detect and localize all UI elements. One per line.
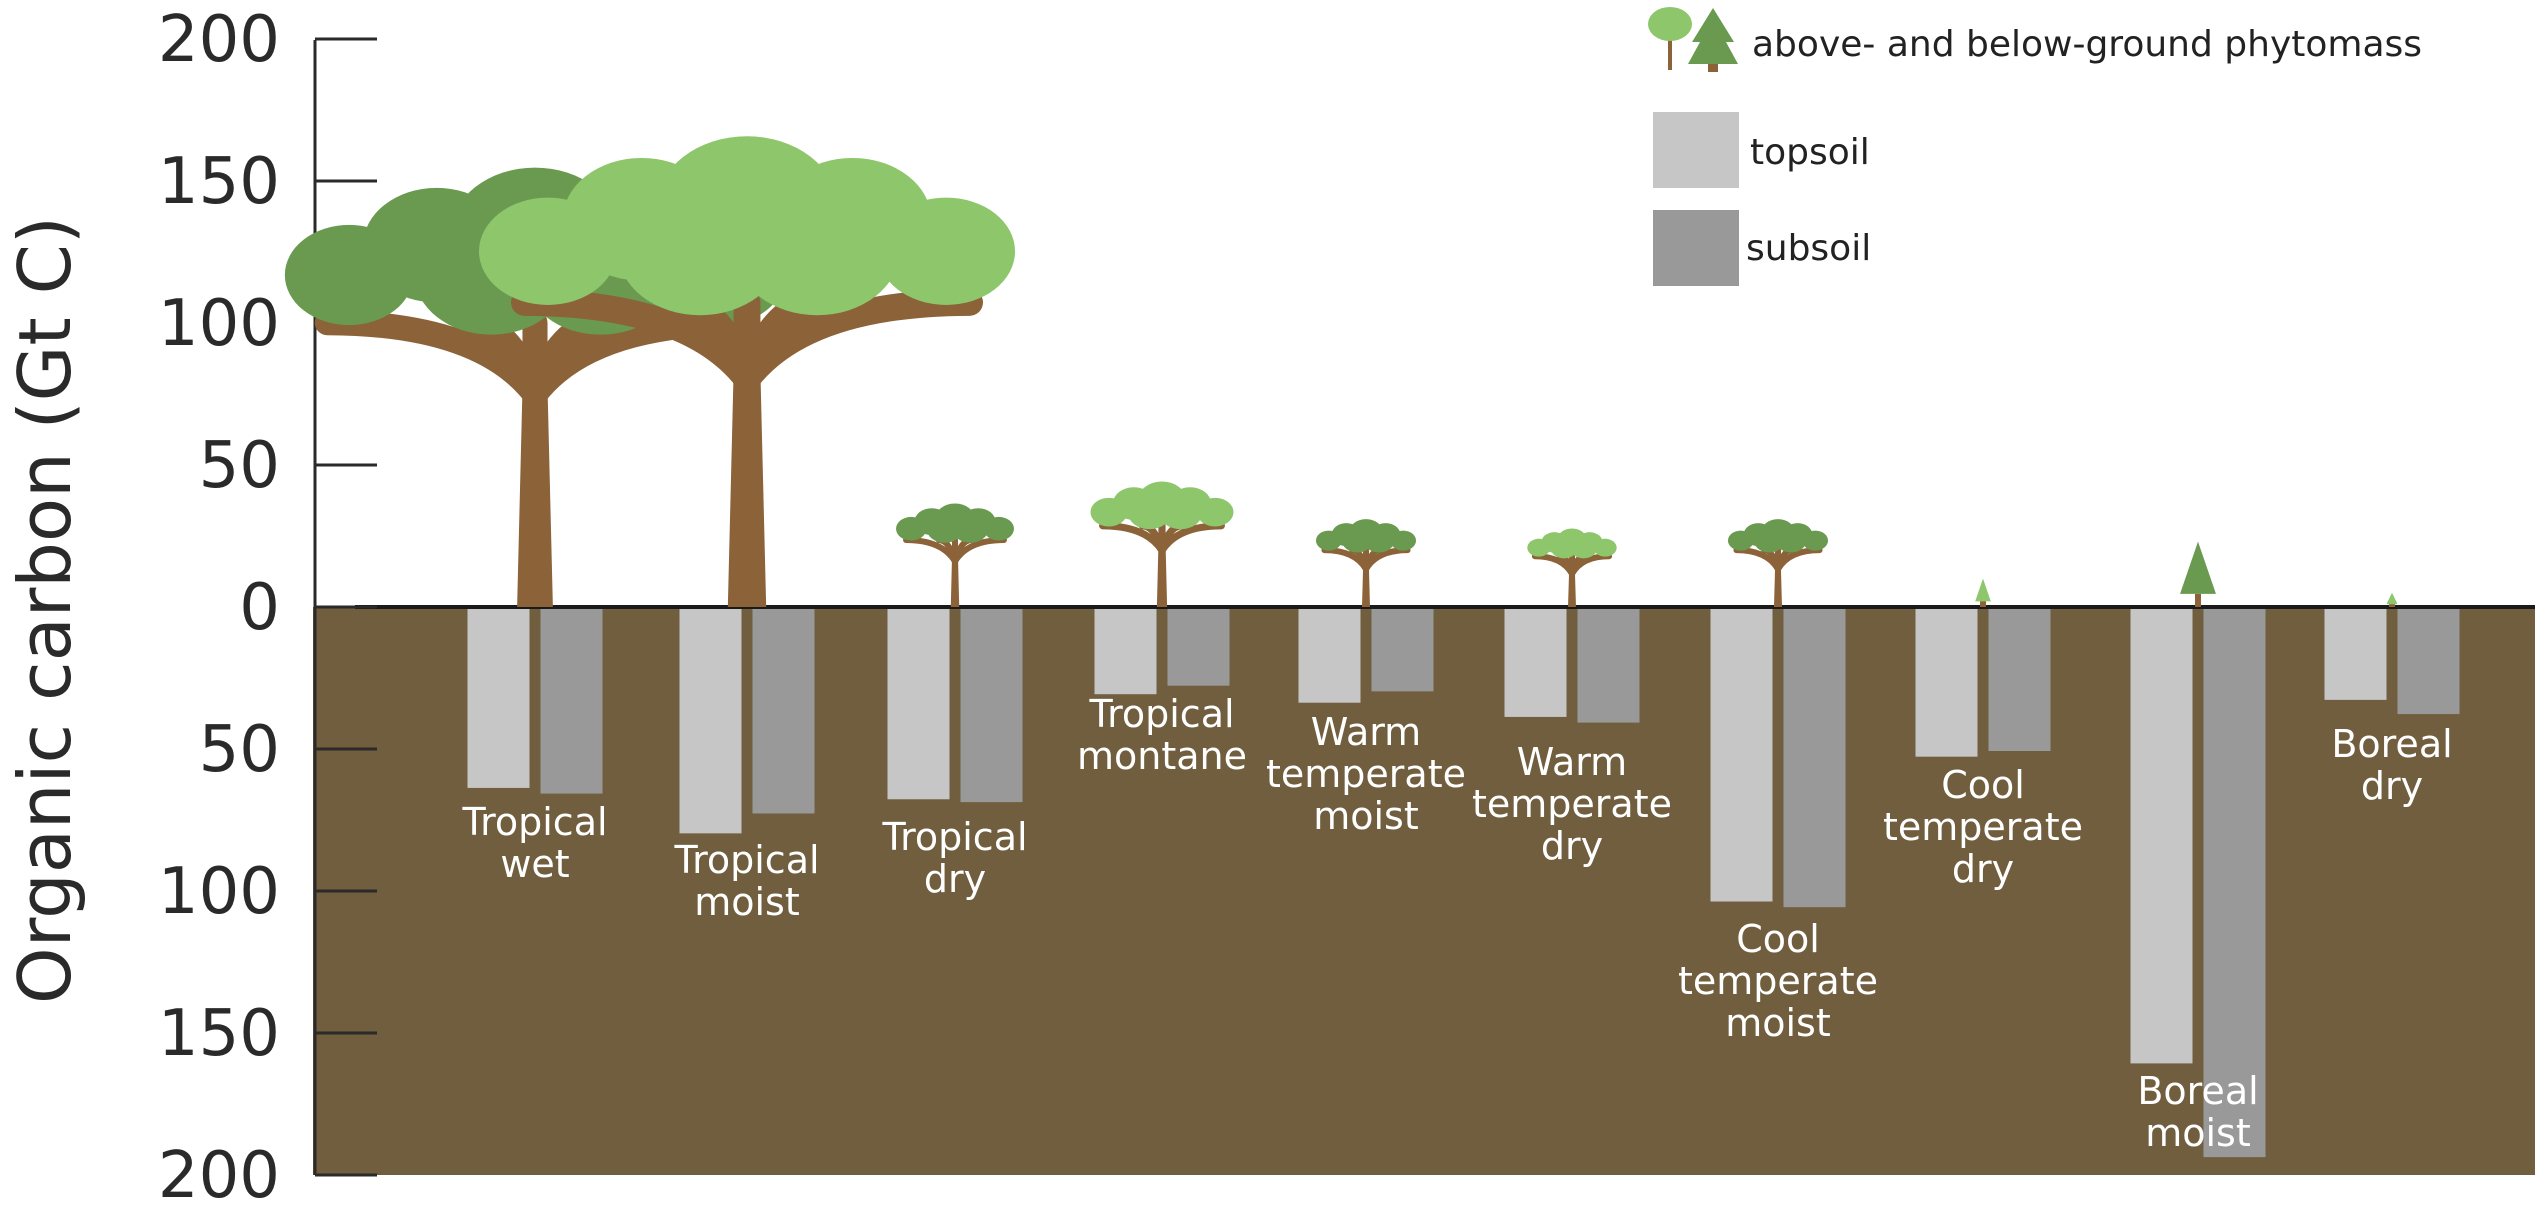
legend: above- and below-ground phytomass topsoi… xyxy=(1648,7,2422,286)
y-tick-label: 150 xyxy=(158,997,280,1071)
y-tick-label: 200 xyxy=(158,3,280,77)
bar-subsoil xyxy=(2397,609,2460,715)
bar-topsoil xyxy=(467,609,530,788)
plant-phytomass xyxy=(478,136,1016,607)
legend-label-topsoil: topsoil xyxy=(1750,132,1870,173)
bar-subsoil xyxy=(1577,609,1640,723)
plant-phytomass xyxy=(1090,481,1234,607)
y-tick-label: 0 xyxy=(239,571,280,645)
bar-subsoil xyxy=(1988,609,2051,751)
y-tick-label: 150 xyxy=(158,145,280,219)
bar-topsoil xyxy=(1298,609,1361,703)
legend-swatch-subsoil xyxy=(1653,210,1739,286)
plant-phytomass xyxy=(2386,592,2398,607)
bar-subsoil xyxy=(1783,609,1846,908)
bar-topsoil xyxy=(1094,609,1157,695)
plant-phytomass xyxy=(2180,541,2216,607)
bar-topsoil xyxy=(1710,609,1773,902)
y-tick-label: 100 xyxy=(158,855,280,929)
bar-subsoil xyxy=(1167,609,1230,686)
y-tick-label: 200 xyxy=(158,1139,280,1213)
bar-topsoil xyxy=(679,609,742,834)
legend-label-phytomass: above- and below-ground phytomass xyxy=(1752,24,2422,65)
y-axis-title: Organic carbon (Gt C) xyxy=(3,216,87,1004)
plant-phytomass xyxy=(1975,578,1991,607)
plant-phytomass xyxy=(896,503,1014,607)
plant-phytomass xyxy=(1315,519,1417,607)
bar-subsoil xyxy=(540,609,603,794)
y-tick-label: 50 xyxy=(199,713,280,787)
bar-topsoil xyxy=(887,609,950,800)
bar-topsoil xyxy=(1915,609,1978,757)
legend-swatch-topsoil xyxy=(1653,112,1739,188)
y-tick-label: 100 xyxy=(158,287,280,361)
plant-phytomass xyxy=(1527,528,1617,607)
bar-topsoil xyxy=(1504,609,1567,717)
bar-topsoil xyxy=(2130,609,2193,1064)
legend-label-subsoil: subsoil xyxy=(1746,228,1871,269)
plant-phytomass xyxy=(1727,519,1829,607)
bar-subsoil xyxy=(960,609,1023,803)
y-tick-label: 50 xyxy=(199,429,280,503)
bar-subsoil xyxy=(2203,609,2266,1158)
legend-phytomass-icon xyxy=(1648,7,1738,72)
bar-subsoil xyxy=(752,609,815,814)
bar-topsoil xyxy=(2324,609,2387,700)
bar-subsoil xyxy=(1371,609,1434,692)
